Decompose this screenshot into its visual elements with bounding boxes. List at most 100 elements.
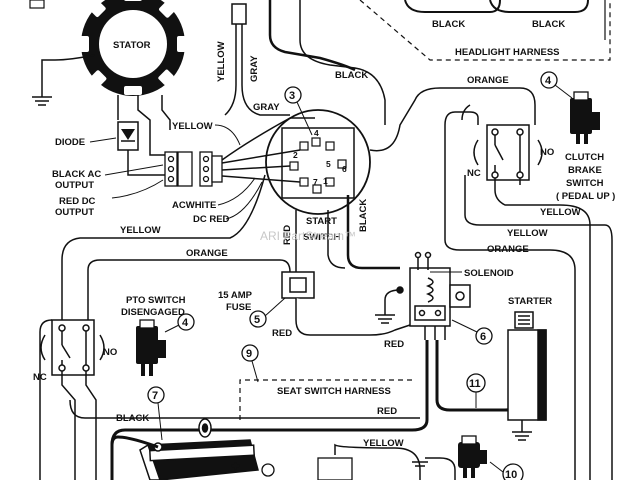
wire-black-vertical <box>346 195 400 270</box>
wire-yellow-left <box>61 174 266 320</box>
label-red-dc-output-2: OUTPUT <box>55 207 94 218</box>
bottom-ground <box>412 457 456 480</box>
battery: + <box>139 418 259 480</box>
label-yellow-right-2: YELLOW <box>507 228 548 239</box>
pin-6: 6 <box>342 164 347 174</box>
top-left-connector <box>29 0 45 9</box>
label-yellow-bottom: YELLOW <box>363 438 404 449</box>
seat-switch-part <box>458 435 487 478</box>
seat-switch-connector <box>317 457 353 480</box>
label-yellow-right-1: YELLOW <box>540 207 581 218</box>
label-solenoid: SOLENOID <box>464 268 514 279</box>
label-diode: DIODE <box>55 137 85 148</box>
solenoid-ground <box>375 286 404 324</box>
callout-7-number: 7 <box>152 390 158 402</box>
label-yellow-left: YELLOW <box>120 225 161 236</box>
starter <box>507 311 547 441</box>
wire-black-right <box>299 0 386 125</box>
stator-connector <box>164 151 223 187</box>
callout-7 <box>147 386 165 441</box>
label-black-headlight-left: BLACK <box>432 19 465 30</box>
callout-4-right-number: 4 <box>545 75 552 87</box>
callout-5-number: 5 <box>254 314 260 326</box>
stator-ground <box>32 54 96 106</box>
callout-3-number: 3 <box>289 90 295 102</box>
label-red-dc-output-1: RED DC <box>59 196 96 207</box>
fuse <box>281 271 411 336</box>
label-red-seat: RED <box>377 406 397 417</box>
clutch-switch-diagram <box>444 104 591 480</box>
label-starter: STARTER <box>508 296 552 307</box>
pin-4: 4 <box>314 128 319 138</box>
callout-9-number: 9 <box>246 348 252 360</box>
label-no-left: NO <box>103 347 117 358</box>
diode <box>117 121 139 151</box>
label-start-switch-1: START <box>306 216 337 227</box>
solenoid <box>409 251 471 340</box>
callout-11 <box>466 373 486 408</box>
wire-black-battery <box>110 435 159 449</box>
top-plug <box>224 3 290 116</box>
stator-output-wires <box>117 95 171 176</box>
label-stator: STATOR <box>113 40 151 51</box>
callout-6-number: 6 <box>480 331 486 343</box>
label-start-switch-2: SWITCH <box>303 232 341 243</box>
label-gray-top: GRAY <box>249 55 260 82</box>
pto-switch-diagram <box>39 319 105 480</box>
callout-11-number: 11 <box>469 378 481 390</box>
stator <box>80 0 186 96</box>
label-orange-top-right: ORANGE <box>467 75 509 86</box>
clutch-brake-switch-part <box>570 91 600 144</box>
label-black-ac-output-2: OUTPUT <box>55 180 94 191</box>
label-clutch-4: ( PEDAL UP ) <box>556 191 615 202</box>
label-orange-mid: ORANGE <box>186 248 228 259</box>
label-black-headlight-right: BLACK <box>532 19 565 30</box>
label-dc-red: DC RED <box>193 214 230 225</box>
label-yellow-top: YELLOW <box>216 41 227 82</box>
callout-6 <box>451 319 493 345</box>
seat-switch-harness <box>239 379 415 420</box>
label-yellow-mid: YELLOW <box>172 121 213 132</box>
label-black-vertical: BLACK <box>358 199 369 232</box>
label-red-vertical: RED <box>282 225 293 245</box>
watermark: ARI PartStream™ <box>260 229 356 243</box>
label-headlight-harness: HEADLIGHT HARNESS <box>455 47 560 58</box>
label-pto-1: PTO SWITCH <box>126 295 186 306</box>
label-red-solenoid: RED <box>384 339 404 350</box>
label-nc-right: NC <box>467 168 481 179</box>
label-black-ac-output-1: BLACK AC <box>52 169 101 180</box>
start-switch <box>265 109 371 215</box>
callout-9 <box>241 344 259 383</box>
connector-to-switch-wires <box>221 117 315 183</box>
wire-orange-mid <box>87 259 291 320</box>
label-gray-mid: GRAY <box>253 102 280 113</box>
label-orange-right: ORANGE <box>487 244 529 255</box>
pin-1: 1 <box>323 176 328 186</box>
wire-yellow-right <box>464 175 613 480</box>
callout-4-right <box>540 71 573 99</box>
callout-4-left <box>164 313 195 333</box>
label-fuse-1: 15 AMP <box>218 290 253 301</box>
battery-callout-partial <box>261 463 275 477</box>
label-fuse-2: FUSE <box>226 302 251 313</box>
callout-10 <box>489 461 524 480</box>
label-clutch-3: SWITCH <box>566 178 604 189</box>
headlight-harness <box>359 0 611 61</box>
pin-5: 5 <box>326 159 331 169</box>
label-seat-harness: SEAT SWITCH HARNESS <box>277 386 391 397</box>
callout-3 <box>284 86 313 136</box>
pto-switch-part <box>136 319 166 376</box>
svg-text:+: + <box>232 459 239 473</box>
label-clutch-1: CLUTCH <box>565 152 604 163</box>
callout-4-left-number: 4 <box>182 317 189 329</box>
callout-10-number: 10 <box>505 469 517 480</box>
pin-7: 7 <box>313 177 318 187</box>
label-pto-2: DISENGAGED <box>121 307 185 318</box>
label-nc-left: NC <box>33 372 47 383</box>
label-acwhite: ACWHITE <box>172 200 216 211</box>
label-red-fuse: RED <box>272 328 292 339</box>
label-no-right: NO <box>540 147 554 158</box>
callout-5 <box>249 297 286 328</box>
label-clutch-2: BRAKE <box>568 165 602 176</box>
